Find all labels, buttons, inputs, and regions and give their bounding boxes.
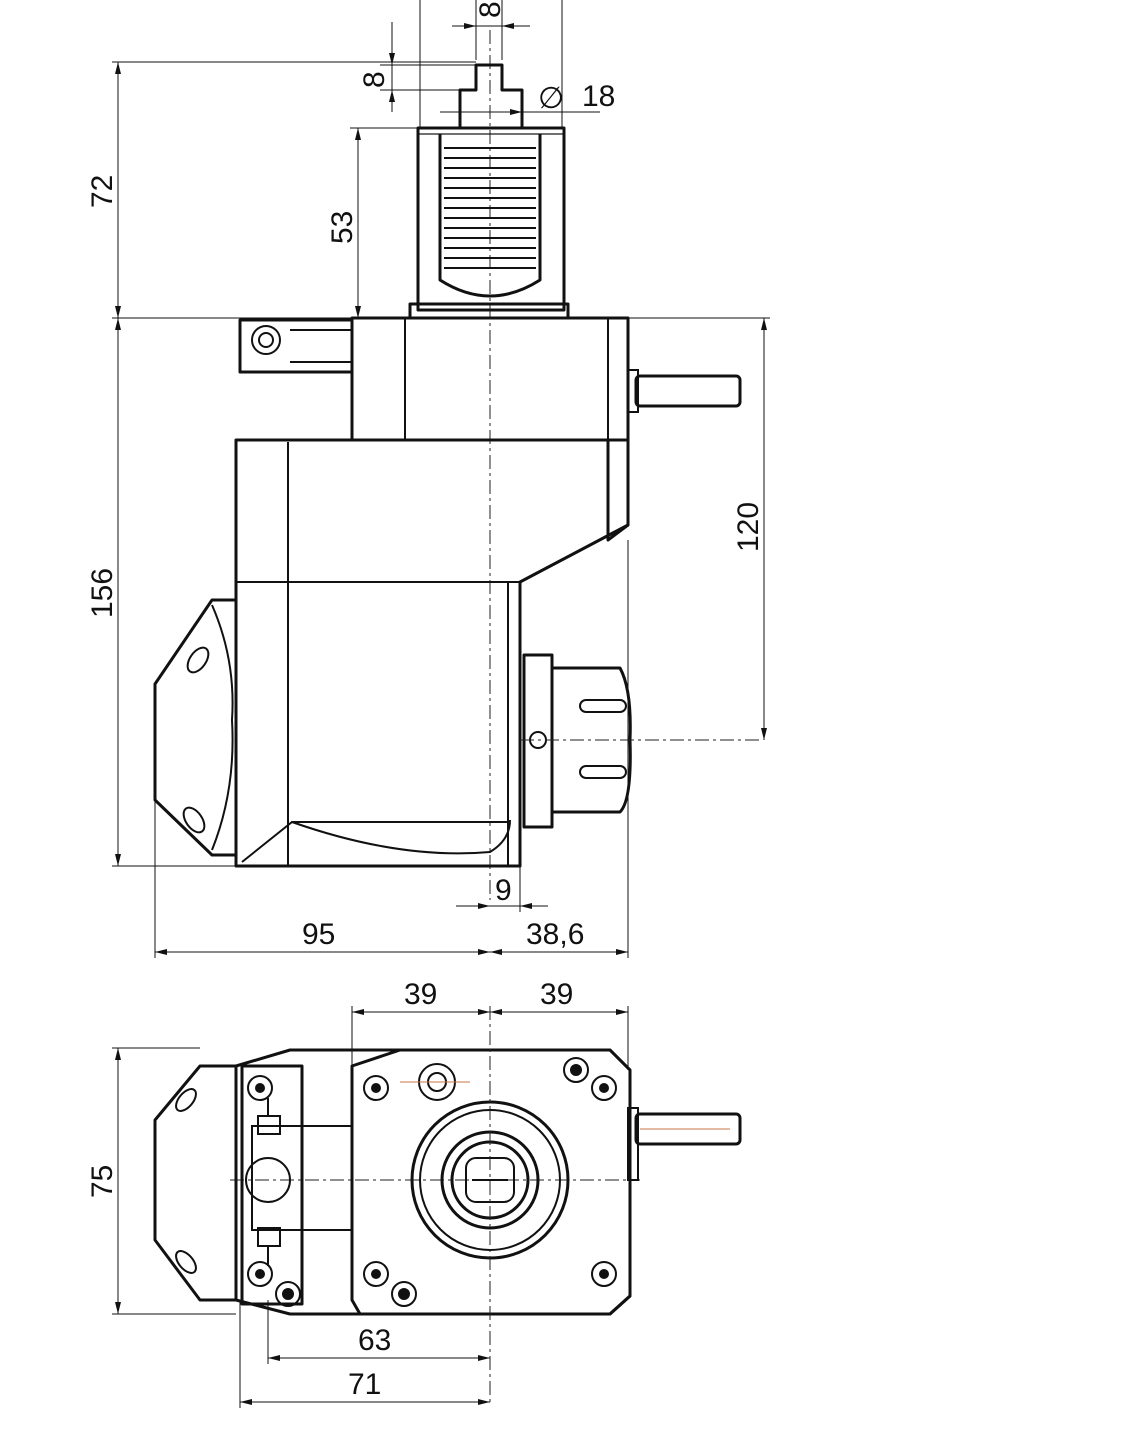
plan-clamp-plate (240, 1064, 304, 1306)
plan-left-flange (153, 1064, 236, 1302)
dim-collet-offset: 9 (495, 874, 512, 907)
dim-output-height: 120 (732, 502, 765, 552)
dim-plan-depth: 75 (86, 1165, 119, 1198)
plan-clamp-pin (245, 1157, 291, 1203)
thread-grooves (444, 147, 536, 269)
plan-screws (247, 1057, 617, 1307)
dim-shank-tip-height: 8 (358, 71, 391, 88)
clamp-bracket (238, 318, 352, 374)
side-view (153, 30, 760, 900)
main-body (234, 438, 630, 868)
collet-nut (522, 653, 554, 829)
body-chamfer (241, 819, 511, 863)
side-dimensions: 8 8 ∅ 18 72 53 156 120 (86, 0, 770, 958)
locating-pin (634, 374, 742, 408)
plan-dimensions: 39 39 75 63 71 (86, 978, 629, 1408)
dim-offset-right: 38,6 (526, 918, 584, 951)
dim-diameter-symbol: ∅ (538, 82, 564, 115)
clamp-bolt (251, 325, 281, 355)
shank-tenon (458, 63, 524, 128)
plan-locating-pin (634, 1112, 742, 1146)
dim-shank-height: 72 (86, 175, 119, 208)
dim-body-height: 156 (86, 568, 119, 618)
dim-thread-height: 53 (326, 211, 359, 244)
shank-thread (438, 134, 542, 298)
dim-shank-diameter: 18 (582, 80, 615, 113)
dim-offset-left: 95 (302, 918, 335, 951)
plan-view (153, 1048, 742, 1316)
dim-plan-left-half: 39 (404, 978, 437, 1011)
left-flange (153, 598, 236, 857)
dim-plan-right-half: 39 (540, 978, 573, 1011)
dim-plan-offset-63: 63 (358, 1324, 391, 1357)
dim-plan-offset-71: 71 (348, 1368, 381, 1401)
plan-housing (350, 1048, 632, 1316)
dim-shank-tip-width: 8 (474, 1, 507, 18)
